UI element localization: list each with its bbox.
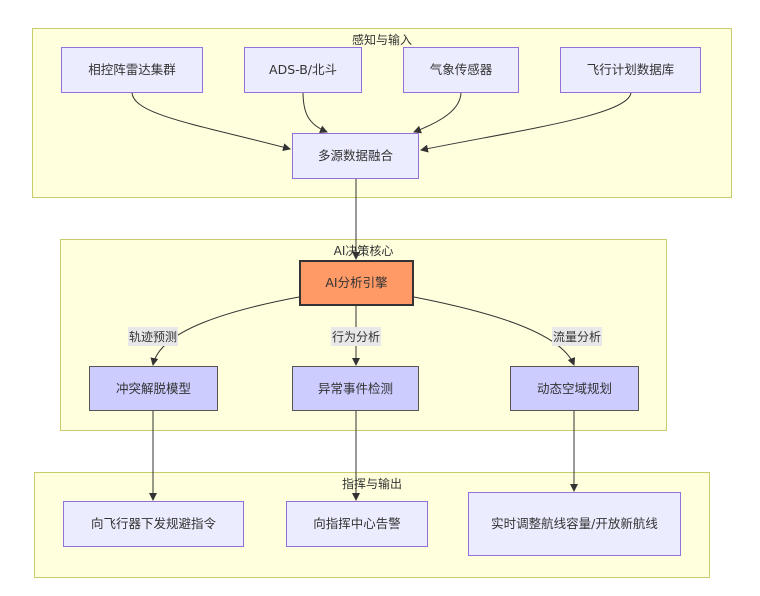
node-weather[interactable]: 气象传感器: [403, 47, 519, 93]
node-engine[interactable]: AI分析引擎: [299, 260, 414, 306]
node-adjust[interactable]: 实时调整航线容量/开放新航线: [468, 492, 681, 556]
edge-engine-airspace: [413, 296, 576, 366]
edge-label-trajectory: 轨迹预测: [127, 327, 179, 346]
edge-engine-conflict: [150, 296, 300, 366]
node-adsb[interactable]: ADS-B/北斗: [244, 47, 362, 93]
node-radar[interactable]: 相控阵雷达集群: [61, 47, 203, 93]
cluster-title: 感知与输入: [351, 33, 412, 47]
node-avoid-command[interactable]: 向飞行器下发规避指令: [63, 501, 244, 547]
edge-plan-fusion: [420, 91, 632, 153]
node-conflict[interactable]: 冲突解脱模型: [89, 366, 218, 411]
cluster-title: AI决策核心: [333, 244, 394, 258]
edge-adsb-fusion: [302, 91, 328, 134]
node-flightplan[interactable]: 飞行计划数据库: [560, 47, 701, 93]
node-fusion[interactable]: 多源数据融合: [292, 133, 419, 179]
node-anomaly[interactable]: 异常事件检测: [292, 366, 419, 411]
node-airspace[interactable]: 动态空域规划: [510, 366, 639, 411]
edge-weather-fusion: [413, 91, 462, 134]
edge-label-behavior: 行为分析: [330, 327, 382, 346]
cluster-title: 指挥与输出: [341, 477, 402, 491]
edge-radar-fusion: [131, 91, 291, 152]
node-alert[interactable]: 向指挥中心告警: [286, 501, 428, 547]
edge-label-flow: 流量分析: [551, 327, 603, 346]
